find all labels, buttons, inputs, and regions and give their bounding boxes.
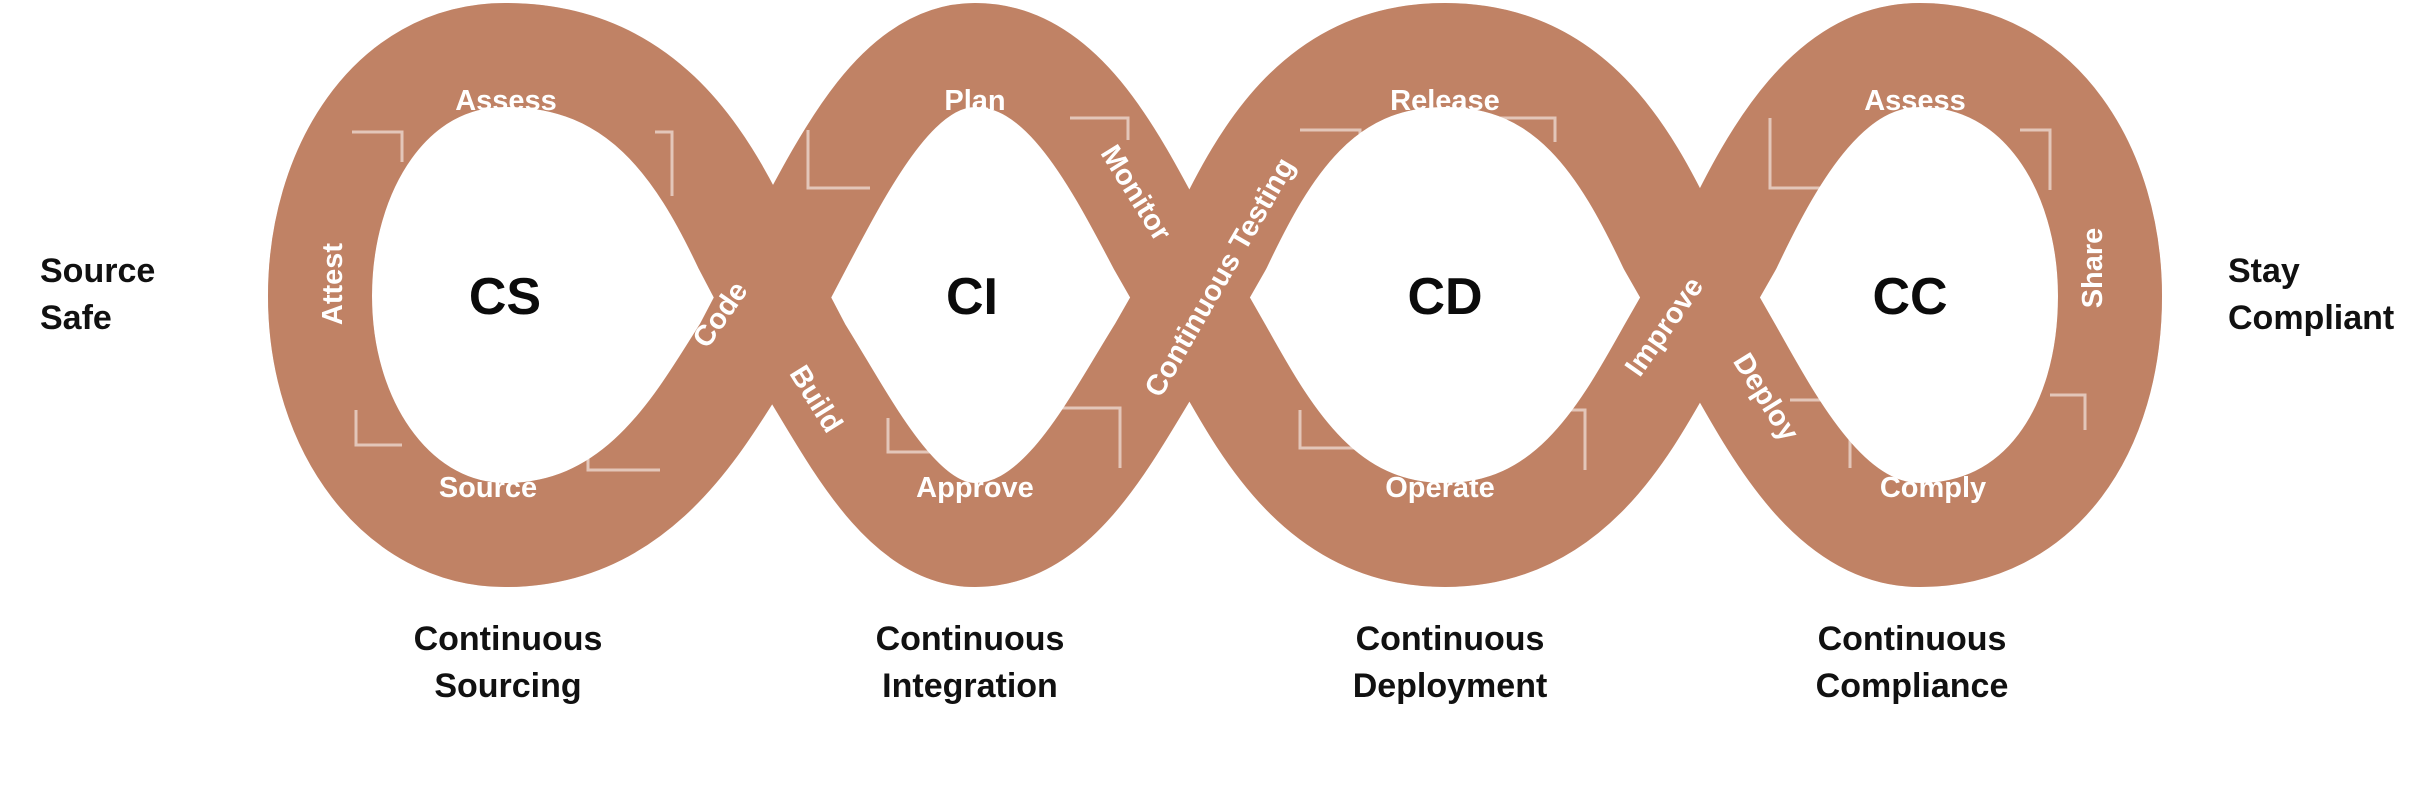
step-cs-left: Attest [317, 243, 349, 326]
stage-ci-line2: Integration [882, 667, 1058, 705]
right-label-line1: Stay [2228, 252, 2300, 290]
right-label-line2: Compliant [2228, 299, 2394, 337]
hub-labels: CS CI CD CC [469, 268, 1948, 326]
step-cc-bottom: Comply [1880, 472, 1986, 504]
hub-cs: CS [469, 268, 541, 326]
right-label: Stay Compliant [2228, 252, 2394, 337]
stage-cc-line2: Compliance [1816, 667, 2009, 705]
step-cd-top: Release [1390, 85, 1500, 117]
stage-cc-line1: Continuous [1818, 620, 2007, 658]
left-label-line2: Safe [40, 299, 112, 337]
stage-ci-line1: Continuous [876, 620, 1065, 658]
stage-cd-line2: Deployment [1353, 667, 1548, 705]
stage-cs-line1: Continuous [414, 620, 603, 658]
left-label-line1: Source [40, 252, 155, 290]
decorative-brackets [352, 116, 2087, 472]
step-cs-bottom: Source [439, 472, 537, 504]
infinity-band [268, 3, 2162, 587]
step-cc-top: Assess [1864, 85, 1966, 117]
stage-labels: Continuous Sourcing Continuous Integrati… [414, 620, 2009, 705]
step-cs-top: Assess [455, 85, 557, 117]
hub-ci: CI [946, 268, 998, 326]
step-cc-right: Share [2077, 228, 2109, 309]
hub-cd: CD [1407, 268, 1482, 326]
stage-cd-line1: Continuous [1356, 620, 1545, 658]
step-ci-top: Plan [944, 85, 1005, 117]
step-ci-bottom: Approve [916, 472, 1034, 504]
hub-cc: CC [1872, 268, 1947, 326]
left-label: Source Safe [40, 252, 155, 337]
step-cd-bottom: Operate [1385, 472, 1495, 504]
stage-cs-line2: Sourcing [434, 667, 581, 705]
